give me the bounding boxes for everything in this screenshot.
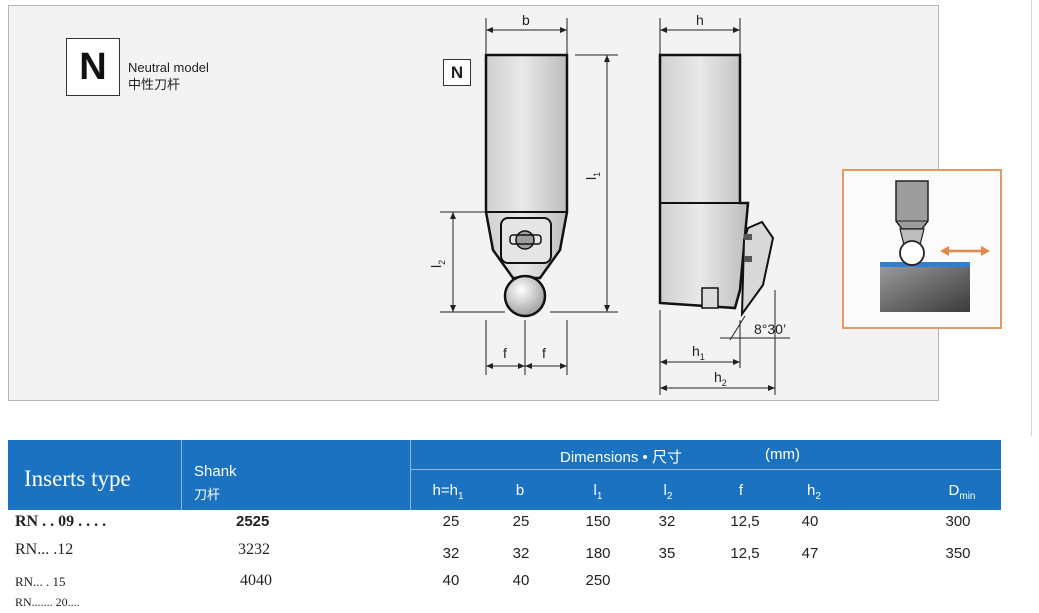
value-cell: 32 — [658, 513, 676, 530]
shank-header: Shank — [194, 463, 237, 480]
column-header: Dmin — [948, 482, 976, 502]
dim-label-h1: h1 — [692, 343, 705, 362]
insert-type-cell: RN... . 15 — [15, 574, 66, 589]
turning-illustration — [842, 169, 1002, 329]
shank-header-cn: 刀杆 — [194, 487, 221, 502]
value-cell: 12,5 — [730, 545, 760, 562]
value-cell: 32 — [442, 545, 460, 562]
dim-label-angle: 8°30’ — [754, 321, 786, 337]
dim-label-h2: h2 — [714, 369, 727, 388]
value-cell: 35 — [658, 545, 676, 562]
neutral-model-name-cn: 中性刀杆 — [128, 77, 181, 92]
dimension-lines — [440, 18, 790, 395]
unit-header: (mm) — [765, 446, 800, 463]
technical-drawing: b h l1 l2 f f h1 h2 8°30’ — [428, 12, 790, 395]
insert-type-cell: RN....... 20.... — [15, 595, 80, 609]
value-cell: 180 — [585, 545, 611, 562]
value-cell: 150 — [585, 513, 611, 530]
dim-label-l1: l1 — [583, 172, 602, 180]
table-row: RN... .12 3232 32 32 180 35 12,5 47 350 — [0, 541, 1039, 567]
header-divider — [181, 440, 182, 510]
value-cell: 40 — [442, 572, 460, 589]
value-cell: 25 — [442, 513, 460, 530]
header-divider — [410, 469, 1001, 470]
cut-layer — [880, 262, 970, 267]
drawing-n-badge: N — [443, 59, 471, 86]
dim-label-f-left: f — [503, 345, 507, 361]
front-view — [484, 53, 569, 318]
tool-holder — [895, 180, 929, 230]
table-row: RN....... 20.... — [0, 595, 1039, 613]
table-header: Inserts type Shank 刀杆 Dimensions • 尺寸 (m… — [8, 440, 1001, 510]
shank-cell: 3232 — [238, 541, 270, 558]
value-cell: 350 — [945, 545, 971, 562]
workpiece — [880, 266, 970, 312]
inserts-type-header: Inserts type — [24, 466, 131, 491]
neutral-model-name-en: Neutral model — [128, 60, 209, 75]
value-cell: 47 — [801, 545, 819, 562]
dim-label-f-right: f — [542, 345, 546, 361]
header-divider — [410, 440, 411, 510]
column-header: f — [738, 482, 744, 499]
insert-type-cell: RN... .12 — [15, 541, 74, 558]
neutral-model-badge: N — [66, 38, 120, 96]
dim-label-b: b — [522, 12, 530, 28]
drawing-frame — [8, 5, 939, 401]
value-cell: 40 — [801, 513, 819, 530]
turning-illustration-graphic — [880, 180, 990, 312]
shank-cell: 2525 — [236, 513, 270, 530]
table-row: RN... . 15 4040 40 40 250 — [0, 572, 1039, 598]
insert-type-cell: RN . . 09 . . . . — [15, 513, 107, 530]
column-header: l2 — [663, 482, 673, 502]
value-cell: 40 — [512, 572, 530, 589]
column-header: l1 — [593, 482, 603, 502]
round-insert — [899, 240, 925, 266]
column-header: h=h1 — [432, 482, 464, 502]
column-header: h2 — [807, 482, 821, 502]
value-cell: 300 — [945, 513, 971, 530]
dimension-arrows — [450, 27, 775, 391]
table-row: RN . . 09 . . . . 2525 25 25 150 32 12,5… — [0, 513, 1039, 539]
dim-label-l2: l2 — [428, 260, 447, 268]
value-cell: 250 — [585, 572, 611, 589]
neutral-model-label: Neutral model 中性刀杆 — [128, 59, 209, 93]
page-edge — [1031, 0, 1032, 436]
shank-cell: 4040 — [240, 572, 272, 589]
column-header: b — [515, 482, 525, 499]
value-cell: 12,5 — [730, 513, 760, 530]
side-view — [658, 53, 775, 318]
dim-label-h: h — [696, 12, 704, 28]
value-cell: 32 — [512, 545, 530, 562]
value-cell: 25 — [512, 513, 530, 530]
dimensions-header: Dimensions • 尺寸 — [560, 449, 682, 466]
